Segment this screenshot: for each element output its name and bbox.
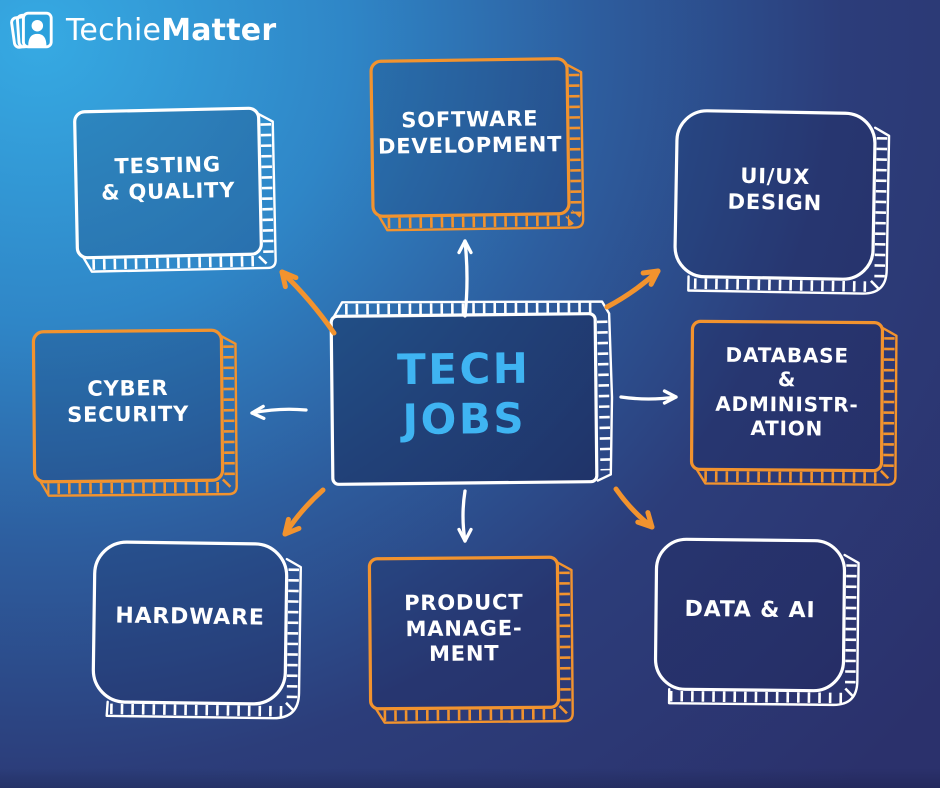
node-database-administration-label: DATABASE&ADMINISTR-ATION xyxy=(715,342,859,441)
label-line: CYBER xyxy=(87,375,169,401)
label-line: TESTING xyxy=(114,151,222,179)
node-hardware-box xyxy=(91,540,302,720)
label-line: ADMINISTR- xyxy=(715,391,859,417)
node-testing-quality-label: TESTING& QUALITY xyxy=(100,151,236,206)
arrow-to-data-ai xyxy=(613,486,655,530)
person-head xyxy=(31,19,44,32)
node-data-ai-label: DATA & AI xyxy=(684,596,815,624)
person-body xyxy=(28,33,47,46)
label-line: DESIGN xyxy=(727,189,823,215)
arrow-to-product-management xyxy=(457,489,473,543)
label-line: JOBS xyxy=(402,393,527,444)
label-line: UI/UX xyxy=(740,163,811,190)
label-line: PRODUCT xyxy=(404,589,524,615)
stacked-pages-person-icon xyxy=(10,11,53,49)
arrow-to-software-development xyxy=(457,239,473,318)
node-testing-quality-box xyxy=(73,106,277,273)
node-uiux-design-box xyxy=(673,109,891,295)
arrow-to-cyber-security xyxy=(250,404,308,421)
label-line: MENT xyxy=(428,640,500,666)
node-hardware-label: HARDWARE xyxy=(115,604,265,633)
label-line: & xyxy=(777,367,797,392)
arrow-to-hardware xyxy=(282,487,326,537)
brand-name-bold: Matter xyxy=(161,12,277,48)
label-line: MANAGE- xyxy=(405,615,523,641)
label-line: & QUALITY xyxy=(100,177,236,205)
label-line: ATION xyxy=(750,415,824,441)
node-cyber-security-box xyxy=(31,328,238,497)
node-database-administration-box xyxy=(689,319,898,486)
arrow-to-database-administration xyxy=(619,389,678,405)
label-line: DEVELOPMENT xyxy=(377,131,563,159)
node-tech-jobs-box xyxy=(329,300,614,486)
label-line: TECH xyxy=(396,343,531,395)
label-line: SOFTWARE xyxy=(401,106,539,133)
arrow-to-uiux-design xyxy=(604,268,661,310)
node-software-development-box xyxy=(369,57,585,232)
brand-logo: TechieMatter xyxy=(10,7,276,53)
node-product-management-box xyxy=(367,555,574,724)
label-line: DATA & AI xyxy=(684,596,816,623)
brand-name: TechieMatter xyxy=(66,13,276,48)
arrow-to-testing-quality xyxy=(279,269,337,336)
label-line: DATABASE xyxy=(725,342,849,368)
node-data-ai-box xyxy=(653,537,860,707)
label-line: HARDWARE xyxy=(115,603,265,631)
label-line: SECURITY xyxy=(67,400,190,427)
brand-name-regular: Techie xyxy=(66,12,162,48)
